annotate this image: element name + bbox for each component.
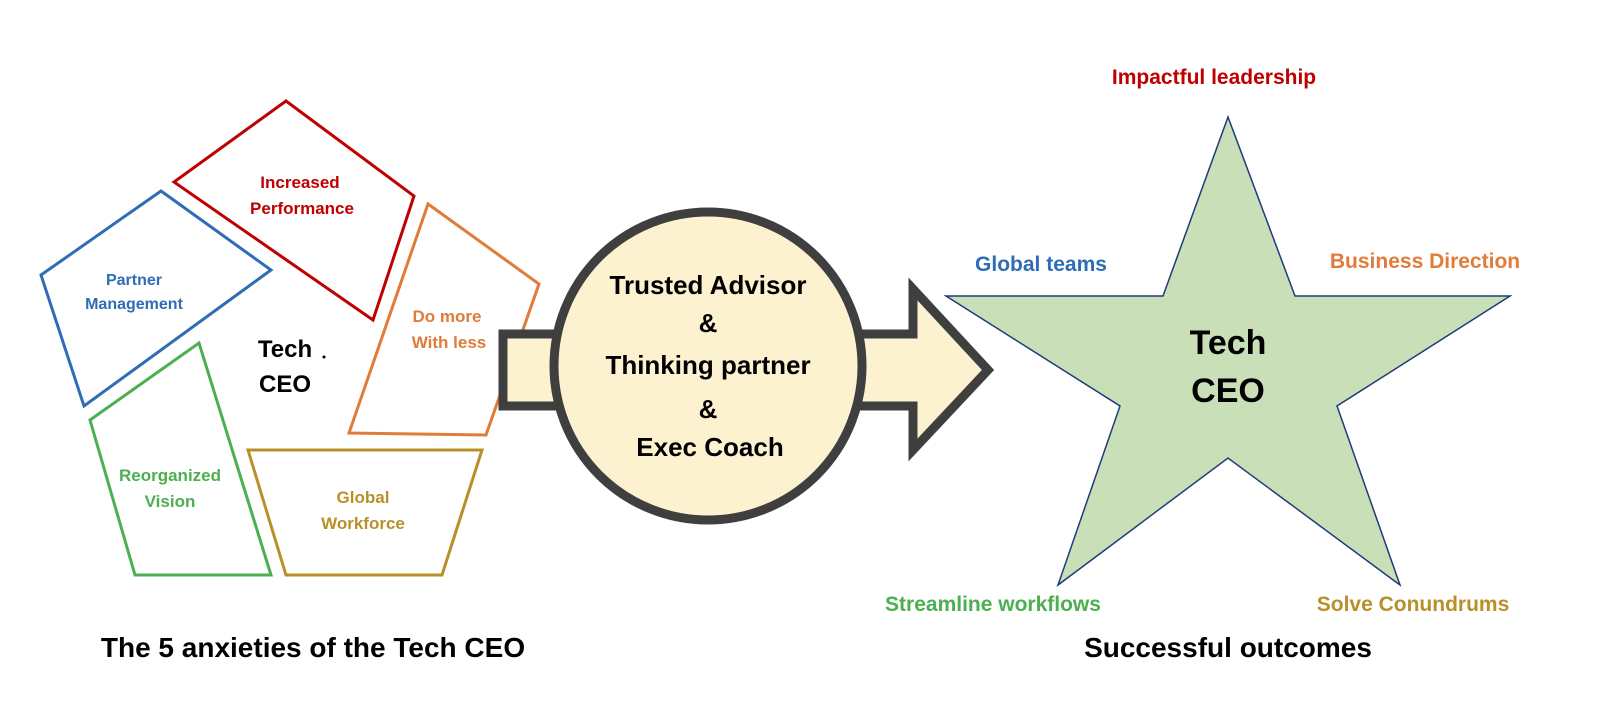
anxiety-label-reorganized-vision-1: Reorganized [119, 466, 221, 485]
left-center-tech: Tech [258, 336, 312, 363]
outcome-global-teams: Global teams [975, 253, 1107, 276]
coach-line-thinking-partner: Thinking partner [605, 350, 810, 380]
star-center-ceo: CEO [1191, 372, 1265, 410]
outcome-streamline-workflows: Streamline workflows [885, 593, 1101, 616]
outcomes-group: Tech CEO Impactful leadership Global tea… [885, 66, 1520, 663]
anxiety-shape-partner-management [39, 189, 274, 409]
outcome-star [943, 114, 1513, 588]
right-caption: Successful outcomes [1084, 632, 1372, 663]
anxiety-label-reorganized-vision-2: Vision [145, 492, 196, 511]
anxiety-label-increased-performance-2: Performance [250, 199, 354, 218]
anxiety-shape-increased-performance [171, 99, 416, 323]
anxiety-label-do-more-1: Do more [413, 307, 482, 326]
anxiety-label-global-workforce-1: Global [337, 488, 390, 507]
left-center-ceo: CEO [259, 371, 311, 398]
outcome-business-direction: Business Direction [1330, 250, 1520, 273]
anxiety-shape-reorganized-vision [88, 340, 274, 577]
anxiety-label-global-workforce-2: Workforce [321, 514, 405, 533]
coach-line-trusted-advisor: Trusted Advisor [610, 270, 807, 300]
outcome-solve-conundrums: Solve Conundrums [1317, 593, 1510, 616]
coach-amp-1: & [699, 308, 718, 338]
left-caption: The 5 anxieties of the Tech CEO [101, 632, 525, 663]
outcome-impactful-leadership: Impactful leadership [1112, 66, 1316, 89]
coach-amp-2: & [699, 394, 718, 424]
star-center-tech: Tech [1190, 324, 1267, 362]
left-center-dot [322, 355, 326, 359]
transformation-group: Trusted Advisor & Thinking partner & Exe… [498, 207, 995, 525]
anxiety-label-do-more-2: With less [412, 333, 486, 352]
anxieties-group: Increased Performance Partner Management… [39, 99, 541, 663]
coach-line-exec-coach: Exec Coach [636, 432, 783, 462]
coach-circle [549, 207, 867, 525]
anxiety-label-partner-management-2: Management [85, 296, 183, 313]
anxiety-label-partner-management-1: Partner [106, 272, 162, 289]
anxiety-shape-do-more-with-less [346, 201, 541, 437]
anxiety-shape-global-workforce [245, 448, 485, 577]
anxiety-label-increased-performance-1: Increased [260, 173, 339, 192]
